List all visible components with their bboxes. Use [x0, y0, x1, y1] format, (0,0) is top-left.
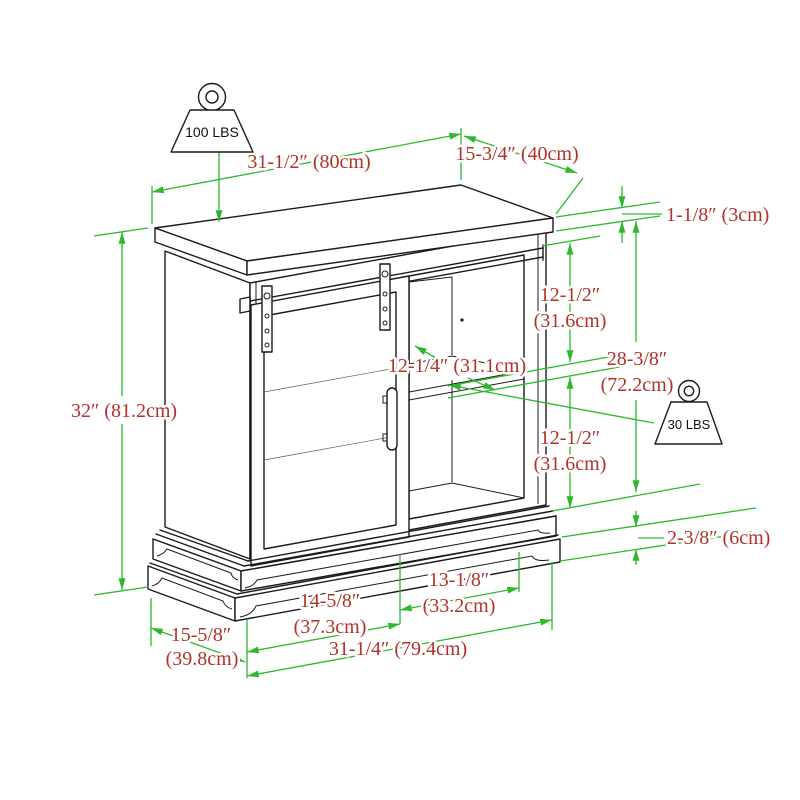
dim-shelf-depth-label: 12-1/4″ (31.1cm): [388, 355, 526, 377]
dim-upper-compartment-in-label: 12-1/2″: [540, 284, 601, 306]
cabinet-left-panel: [164, 250, 251, 560]
dim-upper-compartment-cm-label: (31.6cm): [534, 310, 607, 332]
dim-open-width-cm-label: (33.2cm): [423, 595, 496, 617]
dim-base-width-label: 31-1/4″ (79.4cm): [329, 638, 467, 660]
sliding-mesh-door: [250, 275, 410, 567]
dim-base-height-label: 2-3/8″ (6cm): [667, 527, 770, 549]
dim-open-width-in-label: 13-1/8″: [429, 569, 490, 591]
top-weight-capacity-icon: 100 LBS: [170, 82, 254, 153]
dim-lower-compartment-in-label: 12-1/2″: [540, 427, 601, 449]
dim-top-thickness-label: 1-1/8″ (3cm): [666, 204, 769, 226]
dim-base-depth-in-label: 15-5/8″: [171, 624, 232, 646]
shelf-pin-hole: [460, 318, 464, 322]
cabinet-top: [154, 184, 554, 276]
dim-door-width-in-label: 14-5/8″: [300, 590, 361, 612]
diamond-mesh-panel: [263, 291, 397, 550]
dimension-labels: 31-1/2″ (80cm) 15-3/4″ (40cm) 1-1/8″ (3c…: [68, 141, 772, 673]
dim-lower-compartment-cm-label: (31.6cm): [534, 453, 607, 475]
shelf-weight-capacity-icon: 30 LBS: [654, 379, 723, 445]
door-hanger-straps: [261, 263, 391, 353]
cabinet-drawing: [147, 184, 561, 622]
dim-carcass-height-cm-label: (72.2cm): [601, 374, 674, 396]
shelf-weight-label: 30 LBS: [668, 417, 711, 432]
dim-overall-height-label: 32″ (81.2cm): [71, 400, 177, 422]
dim-door-width-cm-label: (37.3cm): [294, 616, 367, 638]
dim-top-width-label: 31-1/2″ (80cm): [247, 151, 370, 173]
dim-carcass-height-in-label: 28-3/8″: [607, 348, 668, 370]
top-weight-label: 100 LBS: [185, 124, 239, 140]
dim-top-depth-label: 15-3/4″ (40cm): [455, 143, 578, 165]
cabinet-base: [147, 505, 561, 622]
dimension-lines: [93, 128, 757, 678]
middle-shelf: [408, 355, 525, 401]
door-handle: [382, 387, 398, 451]
dim-base-depth-cm-label: (39.8cm): [166, 648, 239, 670]
